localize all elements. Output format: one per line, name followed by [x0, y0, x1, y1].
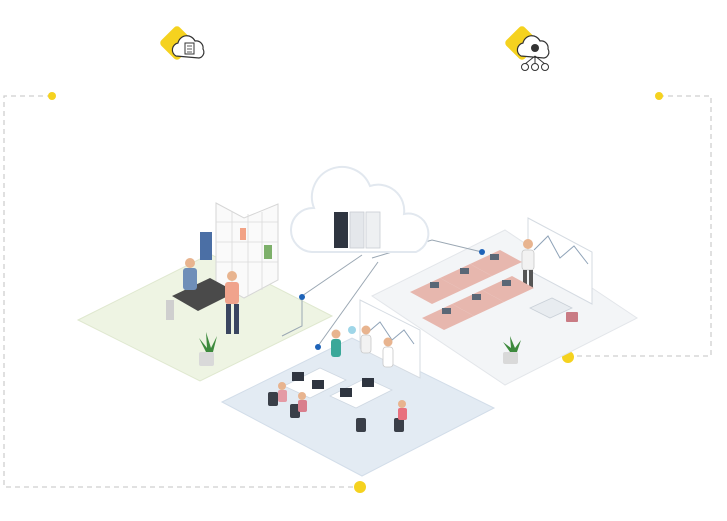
dot-bottom-center	[354, 481, 366, 493]
cloud-document-icon	[171, 35, 205, 59]
server-rack-light	[365, 211, 381, 249]
classroom-zone	[410, 217, 593, 364]
server-rack-dark	[334, 212, 348, 248]
person-seated	[185, 258, 195, 268]
office-floor	[76, 253, 334, 382]
office-zone	[166, 202, 279, 366]
cloud-server-icon	[290, 165, 430, 253]
server-rack-mid	[349, 211, 365, 249]
classroom-desks	[410, 250, 534, 330]
node-office	[299, 294, 305, 300]
lab-chairs	[268, 392, 404, 432]
line-cloud-office	[281, 254, 363, 337]
network-nodes	[299, 249, 485, 350]
dot-top-right	[655, 92, 663, 100]
badge-cloud-network	[505, 26, 550, 71]
plant-office	[199, 332, 217, 366]
dot-top-left	[48, 92, 56, 100]
idea-bulb-icon	[348, 326, 356, 334]
briefcase	[566, 312, 578, 322]
classroom-floor	[371, 229, 638, 386]
badge-cloud-document	[160, 26, 205, 60]
node-classroom	[479, 249, 485, 255]
water-cooler	[200, 232, 212, 260]
connector-right	[568, 95, 712, 357]
plant-classroom	[503, 336, 521, 364]
lab-people	[278, 382, 407, 420]
line-cloud-lab	[317, 261, 379, 347]
lab-monitors	[292, 372, 374, 397]
node-lab	[315, 344, 321, 350]
connector-left	[3, 95, 360, 488]
computer-lab-zone	[268, 299, 421, 432]
teacher	[523, 239, 533, 249]
side-desk	[529, 297, 573, 319]
office-desk	[172, 278, 236, 311]
classroom-laptops	[430, 254, 511, 314]
person-standing	[227, 271, 237, 281]
dashed-connectors	[3, 95, 712, 488]
cloud-network-icon	[516, 35, 550, 71]
lab-presenters	[331, 325, 394, 368]
